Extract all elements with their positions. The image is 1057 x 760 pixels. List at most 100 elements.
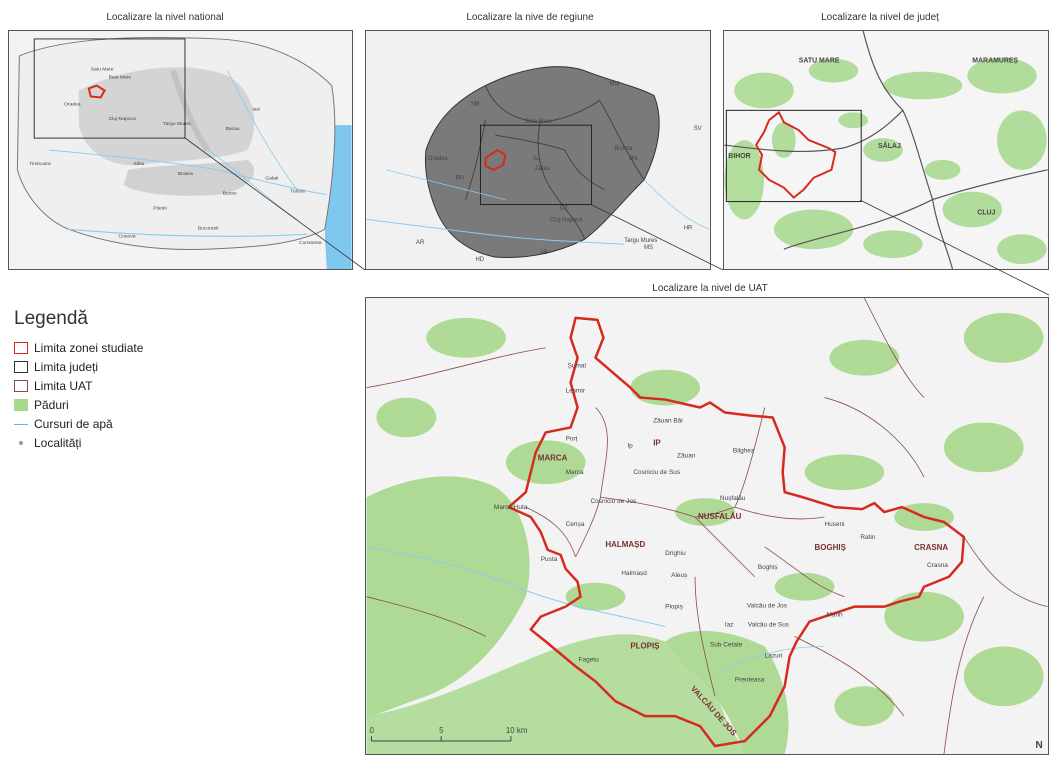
locality-dot-icon	[14, 437, 28, 449]
county-code: AR	[416, 240, 425, 246]
city-label: Brasov	[178, 171, 194, 177]
uat-label: NUSFALĂU	[698, 512, 742, 521]
locality-label: Bilghez	[733, 447, 754, 454]
legend-label: Limita județi	[34, 360, 99, 374]
locality-label: Cosniciu de Sus	[633, 469, 680, 476]
county-code: SM	[471, 101, 480, 107]
locality-label: Leșmir	[566, 388, 586, 395]
uat-label: CRASNA	[914, 543, 948, 552]
county-extent-box	[479, 124, 593, 206]
national-map-title: Localizare la nivel national	[106, 12, 224, 23]
locality-label: Pusta	[541, 556, 558, 563]
county-name: MARAMUREȘ	[972, 58, 1018, 65]
locality-label: Drighiu	[665, 550, 686, 557]
locality-label: Ratin	[860, 534, 876, 541]
legend-label: Cursuri de apă	[34, 417, 113, 431]
locality-label: Zăuan Băi	[653, 417, 683, 424]
city-label: Targu Mures	[624, 238, 657, 244]
city-label: Cluj-Napoca	[109, 116, 136, 122]
forest-patches	[724, 57, 1047, 265]
locality-label: Marin	[826, 612, 843, 619]
city-label: Sibiu	[133, 161, 144, 167]
region-map-title: Localizare la nive de regiune	[466, 12, 594, 23]
city-label: Zalau	[535, 166, 550, 172]
scale-label: 10 km	[506, 726, 528, 735]
forest-swatch-icon	[14, 399, 28, 411]
locality-label: Ip	[627, 442, 633, 449]
city-label: Bistrita	[614, 146, 633, 152]
locality-label: Iaz	[725, 622, 734, 629]
north-arrow-label: N	[1036, 740, 1043, 751]
city-label: Oradea	[64, 101, 81, 107]
locality-label: Halmașd	[621, 570, 647, 577]
city-label: Bucuresti	[198, 225, 219, 231]
region-map: SM MM BH SJ BN CJ MS AR HD AB SV HR Baia…	[366, 31, 710, 269]
locality-label: Preoteasa	[735, 676, 765, 683]
locality-label: Cosniciu de Jos	[591, 498, 637, 505]
county-code: MM	[609, 82, 619, 88]
city-label: Constanta	[299, 240, 322, 246]
city-label: Pitesti	[153, 205, 166, 211]
city-label: Craiova	[119, 233, 136, 239]
city-label: Satu Mare	[91, 67, 114, 73]
county-map: SATU MARE MARAMUREȘ SĂLAJ BIHOR CLUJ	[724, 31, 1048, 269]
uat-map: IP MARCA NUSFALĂU HALMAȘD BOGHIȘ CRASNA …	[366, 298, 1048, 754]
county-code: BN	[629, 156, 637, 162]
locality-label: Valcău de Sus	[748, 622, 789, 629]
uat-map-title: Localizare la nivel de UAT	[652, 283, 768, 294]
city-label: Baia Mare	[109, 75, 132, 81]
legend-item-study-area: Limita zonei studiate	[14, 340, 143, 356]
locality-label: Șumal	[568, 363, 586, 370]
uat-limit-swatch-icon	[14, 380, 28, 392]
legend-item-county-limit: Limita județi	[14, 359, 143, 375]
county-code: HD	[476, 257, 485, 263]
uat-forests	[366, 312, 1044, 754]
national-map-panel: Satu Mare Baia Mare Oradea Cluj-Napoca T…	[8, 30, 353, 270]
uat-extent-box	[725, 109, 862, 203]
locality-label: Boghiș	[758, 564, 778, 571]
map-legend: Legendă Limita zonei studiate Limita jud…	[14, 308, 143, 454]
scale-label: 0	[369, 726, 374, 735]
uat-label: MARCA	[538, 453, 568, 462]
locality-label: Huseni	[824, 521, 844, 528]
water-line-icon	[14, 423, 28, 425]
study-area-outline	[507, 316, 966, 748]
locality-label: Crasna	[927, 562, 948, 569]
city-label: Iasi	[252, 106, 260, 112]
legend-label: Limita zonei studiate	[34, 341, 144, 355]
locality-label: Valcău de Jos	[747, 603, 787, 610]
county-code: AB	[540, 250, 548, 256]
county-limit-swatch-icon	[14, 361, 28, 373]
locality-label: Fagetu	[579, 656, 600, 663]
locality-label: Plopiș	[665, 604, 683, 611]
locality-label: Zăuan	[677, 452, 696, 459]
legend-title: Legendă	[14, 308, 88, 329]
county-name: SĂLAJ	[878, 141, 901, 150]
legend-label: Limita UAT	[34, 379, 93, 393]
locality-label: Nușfalău	[720, 495, 746, 502]
region-extent-box	[33, 38, 186, 139]
study-area-swatch-icon	[14, 342, 28, 354]
uat-boundaries	[366, 298, 1048, 754]
county-name: SATU MARE	[799, 58, 840, 65]
county-code: MS	[644, 245, 653, 251]
city-label: Cluj-Napoca	[550, 217, 583, 223]
legend-item-water: Cursuri de apă	[14, 416, 143, 432]
city-label: Targu Mures	[163, 121, 191, 127]
city-label: Oradea	[428, 156, 449, 162]
locality-labels: Șumal Leșmir Zăuan Băi Ip Zăuan Bilghez …	[494, 363, 948, 684]
locality-label: Sub Cetate	[710, 641, 743, 648]
county-map-panel: SATU MARE MARAMUREȘ SĂLAJ BIHOR CLUJ	[723, 30, 1049, 270]
city-label: Bacau	[226, 126, 240, 132]
legend-item-localities: Localități	[14, 435, 143, 451]
city-label: Tulcea	[290, 189, 305, 195]
uat-label: PLOPIȘ	[630, 641, 659, 650]
city-label: Buzau	[223, 191, 237, 197]
locality-label: Aleuș	[671, 572, 687, 579]
county-name: BIHOR	[728, 153, 750, 160]
county-map-title: Localizare la nivel de județ	[821, 12, 939, 23]
legend-label: Localități	[34, 436, 82, 450]
scale-bar: 0 5 10 km	[369, 726, 528, 742]
county-name: CLUJ	[977, 209, 995, 216]
county-code: HR	[684, 225, 693, 231]
